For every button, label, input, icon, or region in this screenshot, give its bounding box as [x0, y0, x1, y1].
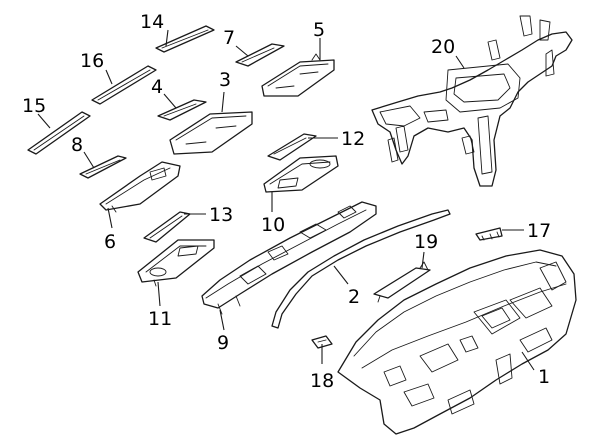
callout-17: 17: [527, 220, 551, 242]
callout-18: 18: [310, 370, 334, 392]
part-20-cross-car-beam: [371, 15, 573, 187]
leader-7: [235, 45, 249, 57]
callout-5: 5: [313, 19, 325, 41]
callout-15: 15: [22, 95, 46, 117]
part-14-trim-strip: [155, 25, 215, 53]
part-16-trim-strip: [91, 65, 157, 105]
callout-9: 9: [217, 332, 229, 354]
callout-labels: 1 2 3 4 5 6 7 8 9 10 11 12 13 14 15 16 1…: [22, 11, 551, 392]
part-2-trim-strip: [271, 209, 451, 329]
part-8-trim-strip: [79, 155, 127, 179]
callout-19: 19: [414, 231, 438, 253]
part-1-instrument-panel: [337, 249, 577, 435]
callout-13: 13: [209, 204, 233, 226]
part-18-bracket: [311, 335, 333, 349]
part-7-trim-strip: [235, 43, 285, 67]
leader-11: [157, 281, 161, 307]
leader-19: [421, 251, 425, 269]
leader-lines: [37, 29, 535, 371]
leader-2: [333, 265, 349, 285]
part-19-trim-piece: [373, 261, 431, 303]
leader-16: [105, 69, 113, 85]
part-11-vent-bezel: [137, 239, 215, 287]
callout-16: 16: [80, 50, 104, 72]
callout-10: 10: [261, 214, 285, 236]
part-13-trim-strip: [143, 211, 191, 243]
callout-11: 11: [148, 308, 172, 330]
part-15-trim-strip: [27, 111, 91, 155]
part-10-vent-bezel: [263, 155, 339, 193]
leader-9: [219, 309, 225, 331]
leader-6: [107, 207, 113, 229]
callout-2: 2: [348, 286, 360, 308]
part-6-trim-panel: [99, 161, 181, 213]
callout-3: 3: [219, 69, 231, 91]
callout-6: 6: [104, 231, 116, 253]
part-4-trim-strip: [157, 99, 207, 121]
part-9-lower-trim-panel: [201, 201, 377, 315]
leader-4: [163, 93, 177, 109]
callout-20: 20: [431, 36, 455, 58]
part-17-clip: [475, 227, 503, 241]
part-3-trim-panel: [169, 111, 253, 155]
callout-7: 7: [223, 27, 235, 49]
callout-12: 12: [341, 128, 365, 150]
callout-14: 14: [140, 11, 164, 33]
part-12-trim-strip: [267, 133, 317, 161]
leader-14: [165, 29, 169, 47]
callout-8: 8: [71, 134, 83, 156]
part-5-trim-panel: [261, 53, 335, 97]
leader-8: [83, 151, 95, 169]
leader-15: [37, 113, 51, 129]
callout-1: 1: [538, 366, 550, 388]
leader-1: [521, 351, 535, 371]
leader-3: [221, 91, 225, 113]
leader-20: [455, 55, 465, 69]
callout-4: 4: [151, 76, 163, 98]
